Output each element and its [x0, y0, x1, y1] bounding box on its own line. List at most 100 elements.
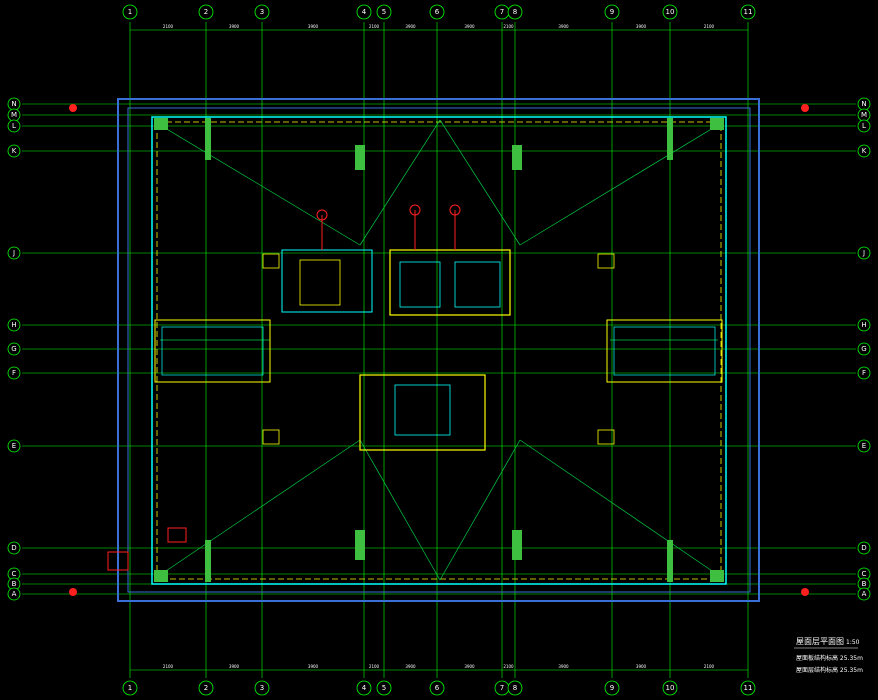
grid-column-bubble — [604, 680, 620, 696]
grid-row-bubble — [857, 144, 871, 158]
grid-column-label: 4 — [362, 684, 367, 692]
grid-row-bubble — [857, 366, 871, 380]
stair-core-upper — [281, 249, 511, 316]
drawing-title: 屋面层平面图 — [796, 637, 844, 646]
structural-walls — [154, 118, 724, 582]
dimension-label: 3900 — [308, 24, 319, 29]
grid-column-bubble — [198, 4, 214, 20]
stair-core-lower — [359, 374, 486, 451]
side-elevation-markers — [69, 104, 809, 596]
grid-column-bubble — [254, 680, 270, 696]
grid-row-bubble — [857, 318, 871, 332]
grid-row-bubble — [857, 439, 871, 453]
grid-row-label: M — [861, 111, 867, 119]
grid-column-label: 1 — [128, 8, 132, 16]
grid-column-label: 10 — [666, 8, 675, 16]
dimension-label: 3900 — [405, 24, 416, 29]
grid-row-bubble — [7, 366, 21, 380]
drawing-note-1: 屋面板结构标高 25.35m — [796, 654, 863, 662]
grid-column-label: 7 — [500, 8, 504, 16]
grid-row-bubble — [7, 439, 21, 453]
outer-boundary-outline — [117, 98, 760, 602]
grid-column-bubble — [429, 680, 445, 696]
grid-row-label: H — [861, 321, 866, 329]
dimension-label: 3900 — [308, 664, 319, 669]
grid-column-bubble — [604, 4, 620, 20]
grid-row-bubble — [7, 318, 21, 332]
grid-row-label: J — [12, 249, 15, 257]
grid-column-label: 5 — [382, 684, 386, 692]
dimension-lines: 2100 3900 3900 2100 3900 3900 2100 3900 3900 2100… — [130, 24, 748, 671]
grid-row-label: N — [861, 100, 866, 108]
grid-column-bubble — [662, 680, 678, 696]
skylights — [154, 319, 723, 383]
grid-row-bubble — [857, 119, 871, 133]
skylight-inner — [161, 326, 716, 376]
dimension-label: 3900 — [636, 664, 647, 669]
grid-row-bubble — [857, 541, 871, 555]
grid-column-bubble — [507, 680, 523, 696]
grid-column-label: 9 — [610, 684, 614, 692]
grid-row-label: N — [11, 100, 16, 108]
inner-boundary-outline — [127, 107, 751, 593]
roof-slope-lines — [159, 119, 719, 581]
grid-row-bubble — [7, 541, 21, 555]
dimension-label: 2100 — [163, 24, 174, 29]
grid-column-label: 4 — [362, 8, 367, 16]
grid-column-label: 2 — [204, 8, 208, 16]
grid-column-bubble — [429, 4, 445, 20]
drawing-note-2: 屋面层结构标高 25.35m — [796, 666, 863, 674]
grid-column-bubble — [376, 680, 392, 696]
grid-column-label: 6 — [435, 8, 440, 16]
grid-column-label: 2 — [204, 684, 208, 692]
grid-column-label: 8 — [513, 8, 517, 16]
dimension-label: 2100 — [704, 24, 715, 29]
grid-column-label: 11 — [744, 684, 753, 692]
grid-column-label: 6 — [435, 684, 440, 692]
grid-row-label: L — [12, 122, 16, 130]
grid-row-label: F — [12, 369, 16, 377]
drawing-scale: 1:50 — [846, 639, 860, 646]
dimension-label: 3900 — [558, 24, 569, 29]
grid-row-label: G — [861, 345, 866, 353]
roof-drains — [262, 253, 615, 445]
grid-row-label: F — [862, 369, 866, 377]
grid-row-label: L — [862, 122, 866, 130]
drain-box — [107, 551, 129, 571]
dimension-label: 3900 — [229, 24, 240, 29]
grid-column-label: 9 — [610, 8, 614, 16]
grid-row-bubble — [7, 246, 21, 260]
grid-row-label: H — [11, 321, 16, 329]
dimension-label: 2100 — [503, 664, 514, 669]
grid-column-bubble — [507, 4, 523, 20]
grid-column-label: 3 — [260, 8, 264, 16]
roof-parapet-outline — [151, 116, 727, 585]
grid-column-bubble — [740, 4, 756, 20]
grid-column-bubble — [198, 680, 214, 696]
grid-row-bubble — [7, 342, 21, 356]
grid-column-label: 1 — [128, 684, 132, 692]
grid-row-label: M — [11, 111, 17, 119]
dimension-label: 3900 — [405, 664, 416, 669]
grid-row-label: J — [862, 249, 865, 257]
red-markers — [316, 204, 461, 250]
grid-row-label: G — [11, 345, 16, 353]
grid-row-label: K — [12, 147, 17, 155]
dimension-label: 2100 — [503, 24, 514, 29]
grid-row-label: K — [862, 147, 867, 155]
grid-row-bubble — [857, 587, 871, 601]
dimension-label: 2100 — [163, 664, 174, 669]
dimension-label: 2100 — [369, 24, 380, 29]
dimension-label: 3900 — [464, 24, 475, 29]
grid-row-label: E — [12, 442, 16, 450]
dimension-label: 3900 — [636, 24, 647, 29]
dimension-label: 3900 — [558, 664, 569, 669]
grid-column-bubble — [356, 680, 372, 696]
drain-box-2 — [167, 527, 187, 543]
grid-column-label: 8 — [513, 684, 517, 692]
grid-column-bubble — [122, 680, 138, 696]
dimension-label: 2100 — [369, 664, 380, 669]
grid-row-bubble — [7, 119, 21, 133]
